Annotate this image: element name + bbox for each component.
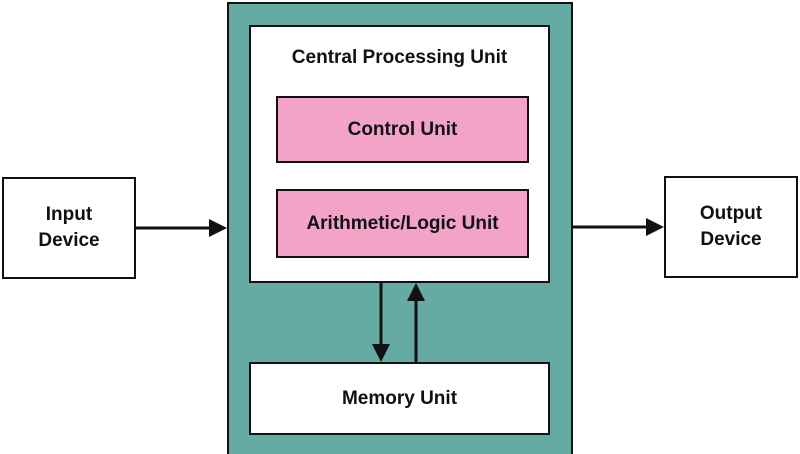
input-device-box: Input Device (2, 177, 136, 279)
alu-box: Arithmetic/Logic Unit (276, 189, 529, 258)
cpu-box: Central Processing Unit Control Unit Ari… (249, 25, 550, 283)
cpu-title: Central Processing Unit (291, 47, 508, 68)
input-to-cpu-arrow (136, 219, 227, 237)
control-unit-box: Control Unit (276, 96, 529, 163)
output-device-box: Output Device (664, 176, 798, 278)
memory-unit-box: Memory Unit (249, 362, 550, 435)
cpu-to-output-arrow (573, 218, 664, 236)
